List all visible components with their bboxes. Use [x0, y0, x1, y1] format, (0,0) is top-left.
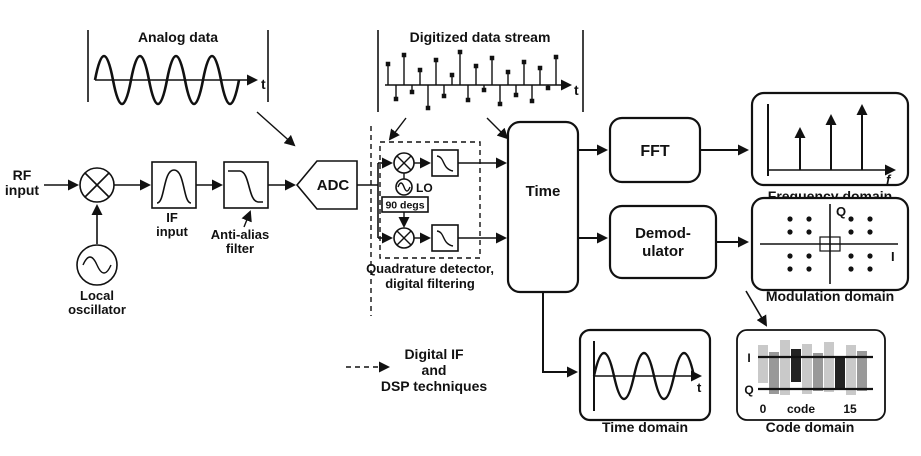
time-box — [506, 120, 580, 294]
quadrature-caption-line2: digital filtering — [385, 276, 475, 291]
mixer-x-stroke — [396, 155, 412, 171]
code-tick-right: 15 — [843, 402, 857, 416]
adc-output-split — [357, 163, 379, 238]
mixer-x-stroke — [396, 230, 412, 246]
rf-input-label-line1: RF — [13, 167, 32, 183]
mixer-x-stroke — [84, 172, 110, 198]
code-tick-left: 0 — [760, 402, 767, 416]
if-input-label-line2: input — [156, 224, 188, 239]
rf-chain: RF input IF input Anti-alias filter ADC … — [5, 160, 358, 317]
analog-to-adc-arrow — [256, 111, 296, 147]
quadrature-caption-line1: Quadrature detector, — [366, 261, 494, 276]
time-block: Time — [506, 120, 580, 294]
time-domain-label: Time domain — [602, 419, 688, 435]
demod-label-line2: ulator — [642, 243, 684, 260]
code-domain-branch: I Q 0 code 15 Code domain — [736, 290, 886, 435]
code-power-bars — [758, 340, 867, 395]
constellation-marker-box — [819, 236, 841, 252]
antialias-label-pointer-arrow — [241, 210, 252, 228]
timedomain-axis-label: t — [697, 380, 702, 395]
frequency-axis-label: f — [886, 172, 892, 187]
modulation-domain-label: Modulation domain — [766, 288, 894, 304]
code-q-label: Q — [744, 383, 753, 397]
local-osc-label-line2: oscillator — [68, 302, 126, 317]
demodulator-branch: Demod- ulator Q I Modulation domain — [578, 196, 910, 304]
filter-curve-icon — [436, 155, 454, 172]
digitized-axis-label: t — [574, 82, 579, 98]
lowpass-curve-icon — [228, 170, 263, 203]
bandpass-curve-icon — [156, 169, 192, 204]
digitized-to-time-arrow — [486, 117, 509, 140]
filter-curve-icon — [436, 230, 454, 247]
timedomain-sine-wave — [592, 352, 696, 400]
fft-branch: FFT f Frequency domain — [578, 91, 910, 204]
analog-data-panel: Analog data t — [87, 29, 296, 147]
digitized-data-title: Digitized data stream — [410, 29, 551, 45]
code-domain-label: Code domain — [766, 419, 855, 435]
local-osc-label-line1: Local — [80, 288, 114, 303]
fft-label: FFT — [640, 143, 670, 160]
stem-dots — [385, 49, 559, 111]
analog-axis-label: t — [261, 76, 266, 92]
dsp-note-line1: Digital IF — [404, 346, 464, 362]
constellation-dots — [787, 216, 873, 272]
code-i-label: I — [747, 351, 750, 365]
digitized-to-quadrature-arrow — [388, 117, 407, 141]
time-to-timedomain-arrow — [542, 292, 578, 378]
antialias-label-line2: filter — [226, 241, 254, 256]
analog-data-title: Analog data — [138, 29, 218, 45]
demodulator-box — [608, 204, 718, 280]
q-axis-label: Q — [836, 204, 846, 219]
stem-lines — [387, 52, 557, 108]
dsp-note-line2: and — [422, 362, 447, 378]
dsp-note-line3: DSP techniques — [381, 378, 488, 394]
modulation-to-code-arrow — [745, 290, 768, 327]
phase-shift-label: 90 degs — [385, 200, 424, 212]
digitized-data-panel: Digitized data stream t — [377, 29, 584, 141]
if-filter-box — [151, 161, 197, 209]
oscillator-sine-icon — [82, 256, 112, 274]
if-input-label-line1: IF — [166, 210, 178, 225]
antialias-filter-box — [223, 161, 269, 209]
time-domain-branch: t Time domain — [542, 292, 712, 435]
quadrature-detector: LO 90 degs Quadrature detector, digital … — [357, 141, 507, 291]
time-label: Time — [526, 183, 561, 200]
quadrature-dashed-box — [379, 141, 481, 259]
code-tick-mid: code — [787, 402, 815, 416]
adc-label: ADC — [317, 177, 350, 194]
time-domain-box — [578, 328, 712, 422]
demod-label-line1: Demod- — [635, 225, 691, 242]
i-axis-label: I — [891, 249, 895, 264]
phase-shift-box — [381, 196, 429, 213]
lo-sine-icon — [397, 182, 411, 192]
digital-if-note: Digital IF and DSP techniques — [346, 346, 487, 394]
digital-filter-q-box — [431, 224, 459, 252]
antialias-label-line1: Anti-alias — [211, 227, 270, 242]
analog-sine-wave — [93, 54, 241, 106]
rf-input-label-line2: input — [5, 182, 40, 198]
digital-filter-i-box — [431, 149, 459, 177]
lo-label: LO — [416, 181, 433, 195]
